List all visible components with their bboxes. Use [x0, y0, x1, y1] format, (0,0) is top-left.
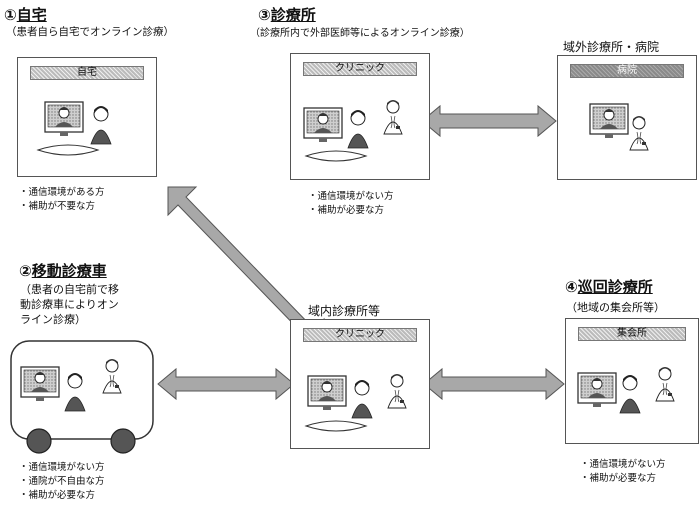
tour-card-header: 集会所	[578, 327, 686, 341]
clinic-top-notes: ・通信環境がない方 ・補助が必要な方	[308, 190, 394, 218]
clinic-top-note-1: ・通信環境がない方	[308, 191, 394, 202]
center-consultation-illustration	[305, 373, 407, 432]
mobile-subtitle-line-1: （患者の自宅前で移	[20, 283, 119, 296]
home-card-header: 自宅	[30, 66, 144, 80]
home-title: ①自宅	[4, 4, 47, 25]
center-heading: 域内診療所等	[308, 304, 381, 318]
home-notes: ・通信環境がある方 ・補助が不要な方	[19, 186, 105, 214]
clinic-top-card: クリニック	[290, 53, 430, 180]
tour-card: 集会所	[565, 318, 699, 444]
home-title-number: ①	[4, 6, 17, 24]
hospital-doctor-illustration	[589, 103, 649, 151]
left-horizontal-arrow	[157, 367, 295, 401]
clinic-top-consultation-illustration	[303, 99, 403, 162]
mobile-title: ②移動診療車	[19, 260, 107, 281]
right-wheel-icon	[110, 428, 136, 454]
tour-consultation-illustration	[577, 366, 675, 414]
clinic-title-number: ③	[258, 6, 271, 24]
clinic-title: ③診療所	[258, 4, 316, 25]
mobile-subtitle-line-3: ライン診療）	[20, 313, 86, 326]
mobile-clinic-vehicle	[10, 340, 154, 454]
clinic-subtitle: （診療所内で外部医師等によるオンライン診療）	[250, 28, 470, 39]
tour-subtitle: （地域の集会所等）	[566, 301, 665, 314]
clinic-title-text: 診療所	[270, 6, 316, 24]
clinic-top-note-2: ・補助が必要な方	[308, 205, 385, 216]
left-wheel-icon	[26, 428, 52, 454]
right-horizontal-arrow	[423, 367, 565, 401]
hospital-card: 病院	[557, 55, 697, 180]
home-subtitle: （患者自ら自宅でオンライン診療）	[6, 26, 174, 38]
tour-title: ④巡回診療所	[565, 276, 653, 297]
center-clinic-card: クリニック	[290, 319, 430, 449]
hospital-card-header: 病院	[570, 64, 684, 78]
home-consultation-illustration	[37, 101, 112, 156]
hospital-heading: 域外診療所・病院	[563, 40, 660, 54]
center-card-header: クリニック	[303, 328, 417, 342]
tour-title-text: 巡回診療所	[577, 278, 653, 296]
clinic-top-card-header: クリニック	[303, 62, 417, 76]
mobile-note-3: ・補助が必要な方	[19, 490, 96, 501]
mobile-note-1: ・通信環境がない方	[19, 462, 105, 473]
tour-note-2: ・補助が必要な方	[580, 473, 657, 484]
home-card: 自宅	[17, 57, 157, 177]
tour-title-number: ④	[565, 278, 578, 296]
mobile-title-text: 移動診療車	[31, 262, 107, 280]
mobile-notes: ・通信環境がない方 ・通院が不自由な方 ・補助が必要な方	[19, 461, 105, 503]
top-horizontal-arrow	[421, 104, 557, 138]
mobile-subtitle-line-2: 動診療車によりオン	[20, 298, 119, 311]
home-title-text: 自宅	[16, 6, 47, 24]
mobile-subtitle: （患者の自宅前で移 動診療車によりオン ライン診療）	[20, 282, 119, 327]
tour-note-1: ・通信環境がない方	[580, 459, 666, 470]
mobile-note-2: ・通院が不自由な方	[19, 476, 105, 487]
tour-notes: ・通信環境がない方 ・補助が必要な方	[580, 458, 666, 486]
mobile-title-number: ②	[19, 262, 32, 280]
home-note-1: ・通信環境がある方	[19, 187, 105, 198]
home-note-2: ・補助が不要な方	[19, 201, 96, 212]
